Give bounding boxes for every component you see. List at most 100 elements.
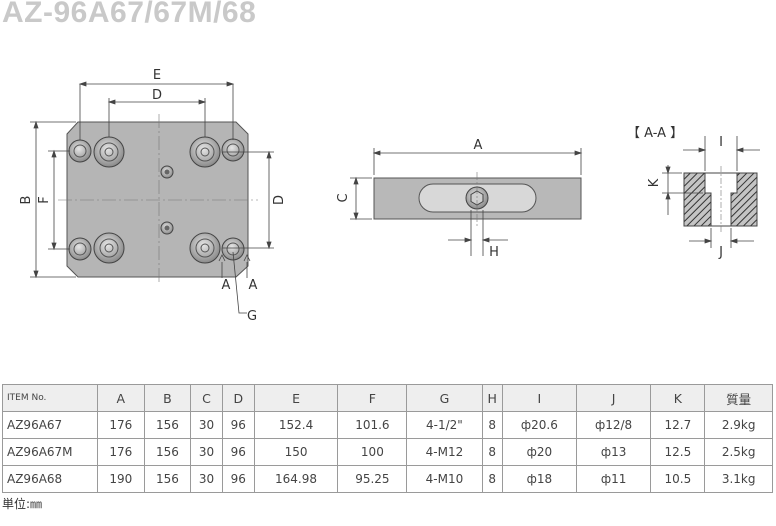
cell-E: 152.4 xyxy=(253,411,339,439)
cell-I: ф20.6 xyxy=(501,411,577,439)
cell-A: 176 xyxy=(97,438,145,466)
unit-note: 単位:㎜ xyxy=(2,497,43,511)
cell-I: ф20 xyxy=(501,438,577,466)
bolt-top-left-small xyxy=(68,139,92,163)
label-section-A2: A xyxy=(249,278,258,293)
cell-E: 164.98 xyxy=(253,465,339,493)
label-D-right: D xyxy=(272,195,287,205)
dimension-E xyxy=(78,81,235,140)
dimension-J xyxy=(689,228,754,248)
cell-I: ф18 xyxy=(501,465,577,493)
technical-drawing: E D B F xyxy=(19,68,760,324)
cell-A: 190 xyxy=(97,465,145,493)
cell-H: 8 xyxy=(481,411,503,439)
header-G: G xyxy=(406,384,483,412)
label-C: C xyxy=(336,193,351,202)
center-hole-lower xyxy=(160,221,174,235)
label-I: I xyxy=(719,135,723,150)
header-B: B xyxy=(143,384,192,412)
cell-F: 101.6 xyxy=(337,411,408,439)
dimension-B xyxy=(30,120,76,279)
bolt-bottom-left-small xyxy=(68,237,92,261)
top-view: E D B F xyxy=(19,68,287,324)
table-row: AZ96A67 176 156 30 96 152.4 101.6 4-1/2"… xyxy=(2,411,773,439)
cell-B: 156 xyxy=(143,465,192,493)
cell-weight: 2.9kg xyxy=(704,411,773,439)
cell-K: 10.5 xyxy=(650,465,706,493)
bolt-bottom-right-small xyxy=(221,237,245,261)
header-I: I xyxy=(501,384,577,412)
dimension-K xyxy=(662,165,703,215)
cell-item: AZ96A68 xyxy=(2,465,98,493)
cell-C: 30 xyxy=(190,465,223,493)
bolt-top-right-large xyxy=(189,136,221,168)
dimension-F xyxy=(48,149,70,251)
cell-F: 100 xyxy=(337,438,408,466)
cell-K: 12.5 xyxy=(650,438,706,466)
cell-J: ф13 xyxy=(575,438,652,466)
cell-G: 4-M10 xyxy=(406,465,483,493)
table-row: AZ96A68 190 156 30 96 164.98 95.25 4-M10… xyxy=(2,465,773,493)
section-marker xyxy=(218,254,251,278)
dimension-C xyxy=(350,176,372,221)
table-header-row: ITEM No. A B C D E F G H I J K 質量 xyxy=(2,384,773,412)
header-K: K xyxy=(650,384,706,412)
label-H: H xyxy=(489,245,499,260)
cell-H: 8 xyxy=(481,438,503,466)
label-B: B xyxy=(19,196,34,205)
bolt-top-left-large xyxy=(93,136,125,168)
header-E: E xyxy=(253,384,339,412)
cell-item: AZ96A67 xyxy=(2,411,98,439)
section-title: 【 A-A 】 xyxy=(627,126,683,141)
cell-B: 156 xyxy=(143,438,192,466)
label-A: A xyxy=(474,138,483,153)
cell-D: 96 xyxy=(221,465,255,493)
dimension-D-top xyxy=(107,98,207,137)
cell-item: AZ96A67M xyxy=(2,438,98,466)
cell-A: 176 xyxy=(97,411,145,439)
dimension-A xyxy=(372,148,583,175)
plate-top-view xyxy=(66,121,249,278)
header-D: D xyxy=(221,384,255,412)
label-G: G xyxy=(247,309,257,324)
cell-J: ф11 xyxy=(575,465,652,493)
center-hole-upper xyxy=(160,165,174,179)
cell-H: 8 xyxy=(481,465,503,493)
page-title: AZ-96A67/67M/68 xyxy=(2,0,257,29)
leader-G xyxy=(232,251,247,314)
header-A: A xyxy=(97,384,145,412)
label-K: K xyxy=(647,178,662,187)
header-weight: 質量 xyxy=(704,384,773,412)
spec-table: ITEM No. A B C D E F G H I J K 質量 AZ96A6… xyxy=(2,384,773,493)
dimension-D-right xyxy=(222,150,274,250)
label-F: F xyxy=(37,196,52,203)
header-J: J xyxy=(575,384,652,412)
table-row: AZ96A67M 176 156 30 96 150 100 4-M12 8 ф… xyxy=(2,438,773,466)
header-C: C xyxy=(190,384,223,412)
cell-D: 96 xyxy=(221,411,255,439)
cell-C: 30 xyxy=(190,438,223,466)
bolt-bottom-right-large xyxy=(189,232,221,264)
cell-G: 4-1/2" xyxy=(406,411,483,439)
cell-G: 4-M12 xyxy=(406,438,483,466)
cell-J: ф12/8 xyxy=(575,411,652,439)
cell-weight: 2.5kg xyxy=(704,438,773,466)
cell-D: 96 xyxy=(221,438,255,466)
cell-B: 156 xyxy=(143,411,192,439)
header-item-no: ITEM No. xyxy=(2,384,98,412)
label-E: E xyxy=(153,68,161,83)
side-view: A C H xyxy=(336,138,583,260)
cell-C: 30 xyxy=(190,411,223,439)
cell-weight: 3.1kg xyxy=(704,465,773,493)
label-section-A1: A xyxy=(222,278,231,293)
header-F: F xyxy=(337,384,408,412)
section-view: 【 A-A 】 I K xyxy=(627,126,760,260)
label-D-top: D xyxy=(152,88,162,103)
cell-F: 95.25 xyxy=(337,465,408,493)
dimension-I xyxy=(683,136,760,171)
label-J: J xyxy=(718,245,723,260)
bolt-top-right-small xyxy=(221,138,245,162)
header-H: H xyxy=(481,384,503,412)
dimension-H xyxy=(448,210,508,256)
bolt-bottom-left-large xyxy=(93,232,125,264)
